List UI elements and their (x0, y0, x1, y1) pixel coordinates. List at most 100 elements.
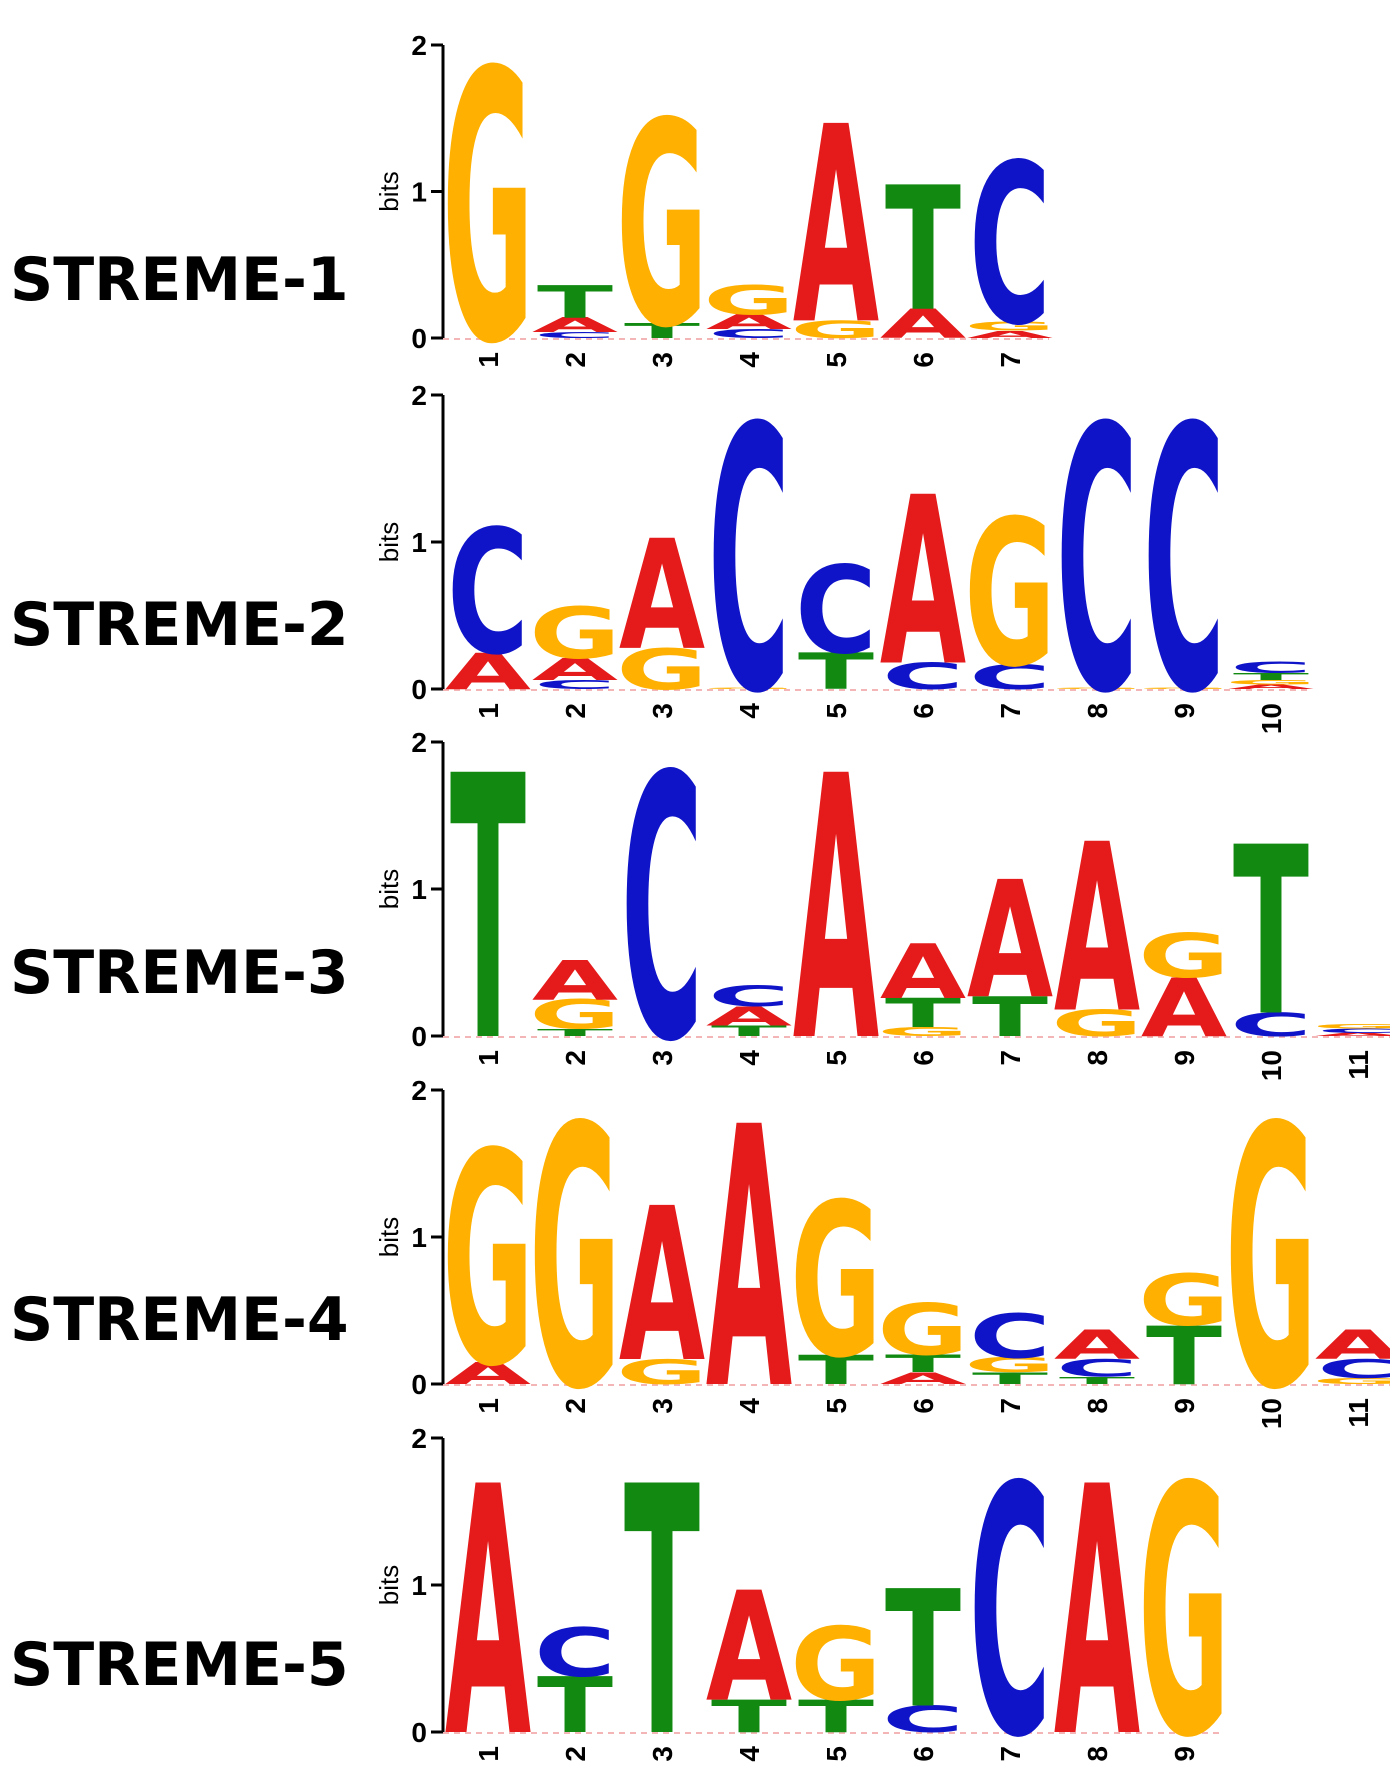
svg-text:T: T (624, 1416, 700, 1771)
logo-letter-C: C (708, 352, 790, 774)
y-tick-label: 0 (411, 1021, 427, 1052)
svg-text:G: G (790, 1158, 881, 1404)
motif-label: STREME-5 (10, 1630, 349, 1700)
svg-text:G: G (703, 277, 794, 324)
motif-logo-2: STREME-2012bitsAC1CAG2GA3GC4TC5CA6CG7GC8… (10, 352, 1317, 774)
position-label: 9 (1169, 1398, 1200, 1414)
svg-text:A: A (706, 1561, 792, 1736)
svg-text:G: G (616, 1352, 707, 1392)
y-tick-label: 1 (411, 874, 427, 905)
logo-letter-G: G (790, 316, 881, 344)
position-label: 2 (560, 1050, 591, 1066)
logo-letter-T: T (1059, 1375, 1135, 1387)
svg-text:G: G (1138, 687, 1229, 689)
svg-text:G: G (442, 1092, 533, 1432)
svg-text:T: T (885, 990, 961, 1037)
svg-text:A: A (1228, 683, 1314, 690)
svg-text:C: C (1230, 1007, 1312, 1044)
position-label: 4 (734, 1398, 765, 1414)
position-label: 7 (995, 1398, 1026, 1414)
svg-text:G: G (1312, 1377, 1390, 1386)
logo-letter-A: A (1054, 1322, 1140, 1369)
position-label: 3 (647, 703, 678, 719)
logo-letter-T: T (711, 1023, 787, 1040)
logo-letter-G: G (1138, 687, 1229, 689)
position-label: 1 (473, 1050, 504, 1066)
logo-letter-T: T (798, 1691, 874, 1743)
position-label: 5 (821, 1398, 852, 1414)
svg-text:T: T (537, 276, 613, 328)
logo-letter-A: A (532, 652, 618, 687)
logo-letter-T: T (1146, 1309, 1222, 1403)
position-label: 9 (1169, 1746, 1200, 1762)
y-axis-title: bits (374, 1217, 404, 1257)
svg-text:C: C (708, 352, 790, 774)
logo-letter-A: A (967, 846, 1053, 1034)
logo-letter-C: C (534, 331, 616, 340)
svg-text:A: A (619, 1163, 705, 1409)
logo-letter-C: C (969, 1302, 1051, 1372)
logo-letter-T: T (1233, 671, 1309, 683)
position-label: 8 (1082, 703, 1113, 719)
svg-text:T: T (972, 1369, 1048, 1388)
logo-letter-A: A (793, 69, 879, 384)
svg-text:C: C (621, 701, 703, 1123)
svg-text:T: T (798, 1691, 874, 1743)
svg-text:G: G (616, 64, 707, 390)
svg-text:T: T (1146, 1309, 1222, 1403)
svg-text:C: C (708, 981, 790, 1014)
svg-text:C: C (534, 331, 616, 340)
logo-letter-G: G (964, 1354, 1055, 1377)
logo-letter-A: A (880, 301, 966, 348)
svg-text:A: A (706, 311, 792, 334)
position-label: 11 (1343, 1050, 1374, 1080)
svg-text:T: T (972, 986, 1048, 1049)
svg-text:G: G (442, 0, 533, 426)
position-label: 4 (734, 703, 765, 719)
position-label: 3 (647, 352, 678, 368)
logo-letter-G: G (442, 1092, 533, 1432)
logo-letter-C: C (534, 678, 616, 692)
logo-letter-C: C (1056, 1354, 1138, 1382)
svg-text:G: G (703, 687, 794, 689)
logo-letter-C: C (882, 655, 964, 697)
logo-letter-G: G (1312, 1023, 1390, 1030)
logo-letter-C: C (1143, 352, 1225, 774)
y-tick-label: 0 (411, 1369, 427, 1400)
position-label: 11 (1343, 1398, 1374, 1428)
position-label: 2 (560, 703, 591, 719)
logo-letter-G: G (1138, 922, 1229, 992)
logo-letter-G: G (1138, 1259, 1229, 1341)
svg-text:C: C (1056, 1354, 1138, 1382)
position-label: 3 (647, 1398, 678, 1414)
svg-text:C: C (969, 119, 1051, 375)
logo-letter-C: C (708, 327, 790, 341)
logo-letter-G: G (964, 478, 1055, 712)
svg-text:T: T (711, 1023, 787, 1040)
y-tick-label: 0 (411, 674, 427, 705)
svg-text:A: A (1054, 794, 1140, 1064)
svg-text:C: C (1056, 352, 1138, 774)
motif-label: STREME-3 (10, 938, 349, 1008)
position-label: 8 (1082, 1050, 1113, 1066)
svg-text:A: A (532, 314, 618, 337)
svg-text:C: C (795, 541, 877, 681)
svg-text:A: A (880, 447, 966, 717)
position-label: 6 (908, 1398, 939, 1414)
logo-letter-A: A (445, 1416, 531, 1771)
position-label: 7 (995, 1050, 1026, 1066)
logo-letter-C: C (1317, 1027, 1390, 1034)
svg-text:G: G (529, 1052, 620, 1469)
y-tick-label: 2 (411, 30, 427, 61)
logo-letter-A: A (706, 1561, 792, 1736)
svg-text:T: T (798, 1347, 874, 1394)
logo-letter-A: A (445, 643, 531, 701)
position-label: 3 (647, 1746, 678, 1762)
logo-letter-C: C (1230, 1007, 1312, 1044)
logo-letter-A: A (967, 329, 1053, 341)
position-label: 1 (473, 352, 504, 368)
svg-text:T: T (624, 319, 701, 342)
logo-letter-T: T (885, 150, 961, 349)
svg-text:A: A (967, 846, 1053, 1034)
logo-letter-T: T (624, 1416, 700, 1771)
